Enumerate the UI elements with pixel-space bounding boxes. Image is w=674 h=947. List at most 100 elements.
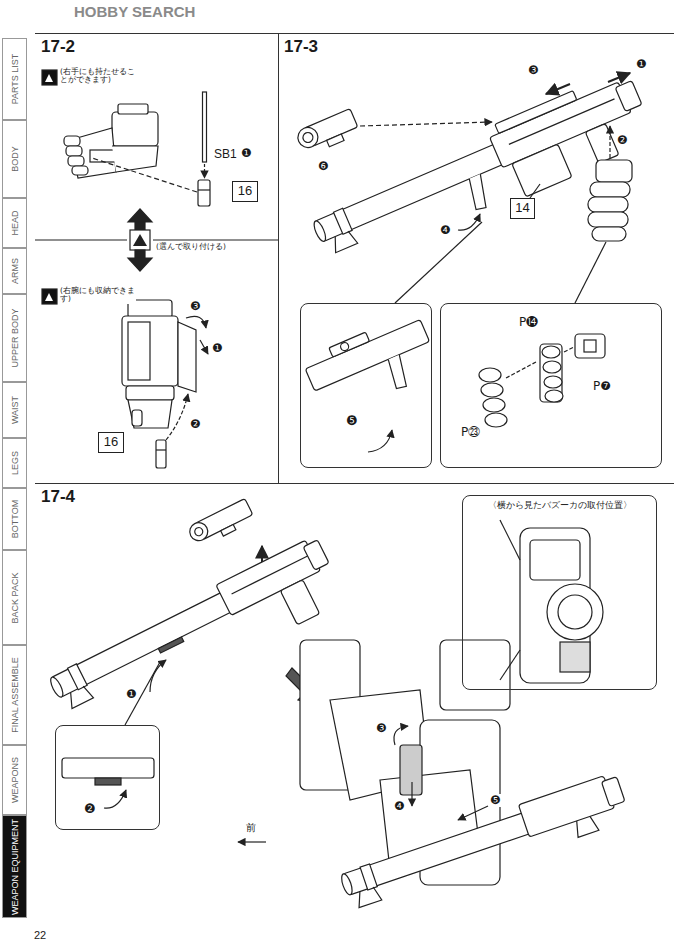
tab-label: HEAD [10, 210, 19, 235]
callout-number: ❸ [190, 300, 201, 313]
bazooka [303, 540, 329, 570]
choice-divider [35, 209, 278, 271]
tab-label: PARTS LIST [10, 54, 19, 105]
note-icon [45, 293, 53, 301]
arm [128, 400, 172, 428]
hand-grip [112, 146, 158, 172]
small-part [156, 449, 166, 450]
small-part [198, 189, 210, 190]
section-tab: PARTS LIST [2, 38, 27, 120]
tab-label: UPPER BODY [10, 308, 19, 367]
note-icon [45, 74, 53, 82]
section-tab: LEGS [2, 438, 27, 488]
finger-part [483, 398, 505, 412]
bazooka-detail [95, 778, 121, 785]
side-view [500, 650, 520, 680]
callout-number: P⓮ [519, 316, 538, 329]
palm-part [575, 334, 605, 358]
bazooka [495, 91, 577, 134]
hand-grip [72, 166, 88, 175]
tab-label: WAIST [10, 396, 19, 424]
guide-line [92, 158, 197, 192]
bazooka [340, 873, 355, 896]
bazooka [464, 174, 494, 211]
hand-grip [68, 156, 84, 166]
callout-number: ❹ [394, 800, 405, 813]
callout-number: ❺ [346, 414, 358, 428]
small-part [198, 180, 210, 206]
bazooka [48, 675, 65, 698]
callout-number: ❹ [440, 224, 451, 237]
note-icon [42, 70, 57, 85]
side-view [530, 540, 580, 580]
section-tab: WAIST [2, 382, 27, 438]
hand-grip [64, 136, 80, 146]
note-icon [42, 289, 57, 304]
page-number: 22 [34, 929, 46, 941]
finger-part [481, 383, 503, 397]
palm-part [584, 340, 596, 352]
bazooka [333, 208, 352, 234]
arm [122, 300, 196, 428]
tab-label: BACK PACK [10, 572, 19, 623]
side-view [558, 595, 592, 629]
callout-number: ❶ [636, 58, 647, 71]
bazooka [68, 664, 88, 690]
bazooka [509, 99, 615, 144]
callout-number: ❸ [528, 64, 539, 77]
tab-label: BOTTOM [10, 500, 19, 538]
choice-divider [153, 239, 278, 240]
hand-grip [112, 112, 158, 146]
hand-grip [90, 150, 116, 162]
note-text: (右腕にも収納できます) [60, 287, 136, 304]
callout-number: ❶ [212, 342, 223, 355]
callout-number: ❺ [490, 794, 501, 807]
illustration [35, 68, 657, 914]
sight-part [295, 109, 361, 158]
hand [588, 160, 632, 241]
arm [126, 386, 174, 400]
part-number: 16 [238, 184, 252, 198]
bazooka [330, 229, 358, 252]
tab-label: WEAPONS [10, 757, 19, 803]
bazooka [337, 772, 631, 914]
sight-part [327, 134, 344, 147]
note-text: (選んで取り付ける) [156, 243, 226, 251]
hand-grip [66, 146, 82, 156]
bazooka-detail [62, 758, 154, 785]
bazooka [314, 137, 520, 242]
rod-part [203, 92, 207, 178]
part-number: 14 [515, 201, 529, 215]
bazooka [312, 220, 328, 243]
finger-part [479, 368, 507, 427]
side-view [500, 520, 520, 560]
choice-divider [128, 209, 152, 222]
hand [588, 212, 628, 227]
bazooka-detail [385, 355, 412, 391]
tab-label: FINAL ASSEMBLE [10, 657, 19, 733]
step-number: 17-2 [41, 38, 75, 57]
sight-part [295, 124, 321, 150]
arrow [458, 806, 488, 820]
leader-line [530, 184, 540, 198]
part-code: SB1 [214, 148, 237, 161]
robot-body [440, 640, 510, 710]
small-part [156, 440, 166, 468]
section-tab: WEAPON EQUIPMENT [2, 815, 27, 918]
callout-number: ❶ [241, 147, 252, 160]
step-panel: 17-21616 [35, 33, 279, 484]
leader-line [575, 242, 606, 303]
section-tab: FINAL ASSEMBLE [2, 645, 27, 745]
arrow [368, 430, 392, 452]
arm [178, 322, 196, 392]
section-tab: BACK PACK [2, 550, 27, 645]
note-icon [42, 289, 57, 304]
bazooka [65, 684, 93, 708]
tab-label: LEGS [10, 451, 19, 475]
direction-label: 前 [246, 822, 256, 833]
tab-label: BODY [10, 146, 19, 172]
arm [132, 410, 142, 426]
